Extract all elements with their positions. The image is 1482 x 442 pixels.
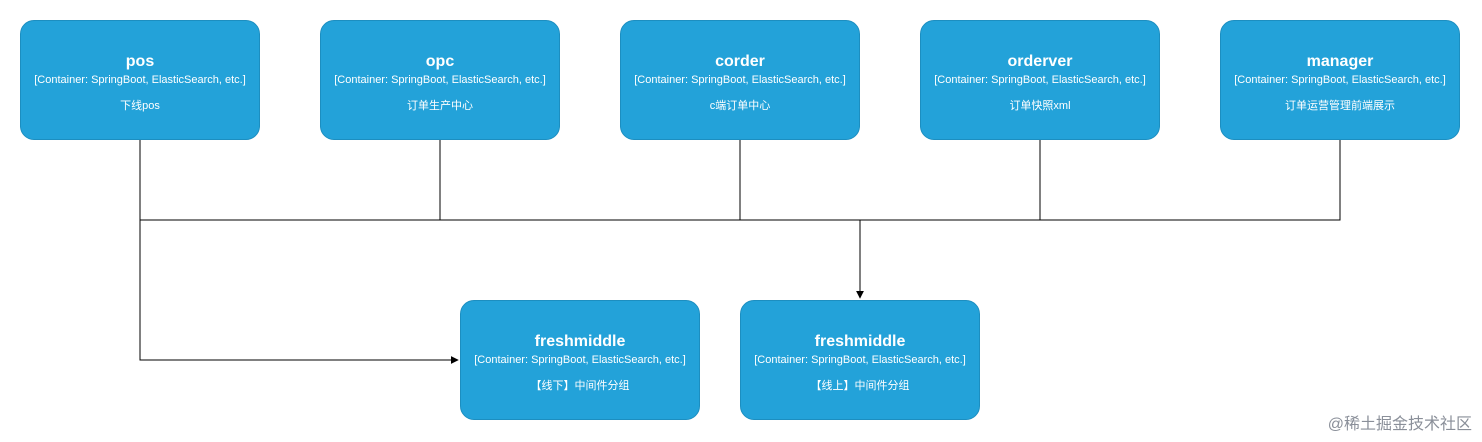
node-manager[interactable]: manager [Container: SpringBoot, ElasticS… <box>1220 20 1460 140</box>
node-desc: c端订单中心 <box>709 100 771 112</box>
node-tech: [Container: SpringBoot, ElasticSearch, e… <box>754 354 966 366</box>
node-desc: 订单快照xml <box>1009 100 1071 112</box>
edge-orderver-to-online-freshmiddle <box>860 140 1041 221</box>
node-desc: 订单生产中心 <box>407 100 473 112</box>
node-tech: [Container: SpringBoot, ElasticSearch, e… <box>334 74 546 86</box>
node-title: manager <box>1306 53 1374 70</box>
edge-manager-to-online-freshmiddle <box>1040 140 1341 221</box>
node-desc: 【线上】中间件分组 <box>810 380 910 392</box>
watermark: @稀土掘金技术社区 <box>1327 416 1472 433</box>
node-title: freshmiddle <box>814 333 906 350</box>
node-title: freshmiddle <box>534 333 626 350</box>
node-freshmiddle-offline[interactable]: freshmiddle [Container: SpringBoot, Elas… <box>460 300 700 420</box>
edge-opc-to-online-freshmiddle <box>439 140 864 299</box>
node-title: opc <box>425 53 455 70</box>
node-corder[interactable]: corder [Container: SpringBoot, ElasticSe… <box>620 20 860 140</box>
node-tech: [Container: SpringBoot, ElasticSearch, e… <box>1234 74 1446 86</box>
node-tech: [Container: SpringBoot, ElasticSearch, e… <box>34 74 246 86</box>
edge-pos-to-offline-freshmiddle <box>139 140 459 364</box>
node-opc[interactable]: opc [Container: SpringBoot, ElasticSearc… <box>320 20 560 140</box>
node-pos[interactable]: pos [Container: SpringBoot, ElasticSearc… <box>20 20 260 140</box>
node-desc: 下线pos <box>120 100 160 112</box>
node-tech: [Container: SpringBoot, ElasticSearch, e… <box>474 354 686 366</box>
node-title: corder <box>715 53 765 70</box>
node-desc: 订单运营管理前端展示 <box>1285 100 1395 112</box>
node-orderver[interactable]: orderver [Container: SpringBoot, Elastic… <box>920 20 1160 140</box>
node-title: orderver <box>1007 53 1073 70</box>
node-desc: 【线下】中间件分组 <box>530 380 630 392</box>
node-title: pos <box>125 53 155 70</box>
node-tech: [Container: SpringBoot, ElasticSearch, e… <box>634 74 846 86</box>
node-tech: [Container: SpringBoot, ElasticSearch, e… <box>934 74 1146 86</box>
node-freshmiddle-online[interactable]: freshmiddle [Container: SpringBoot, Elas… <box>740 300 980 420</box>
